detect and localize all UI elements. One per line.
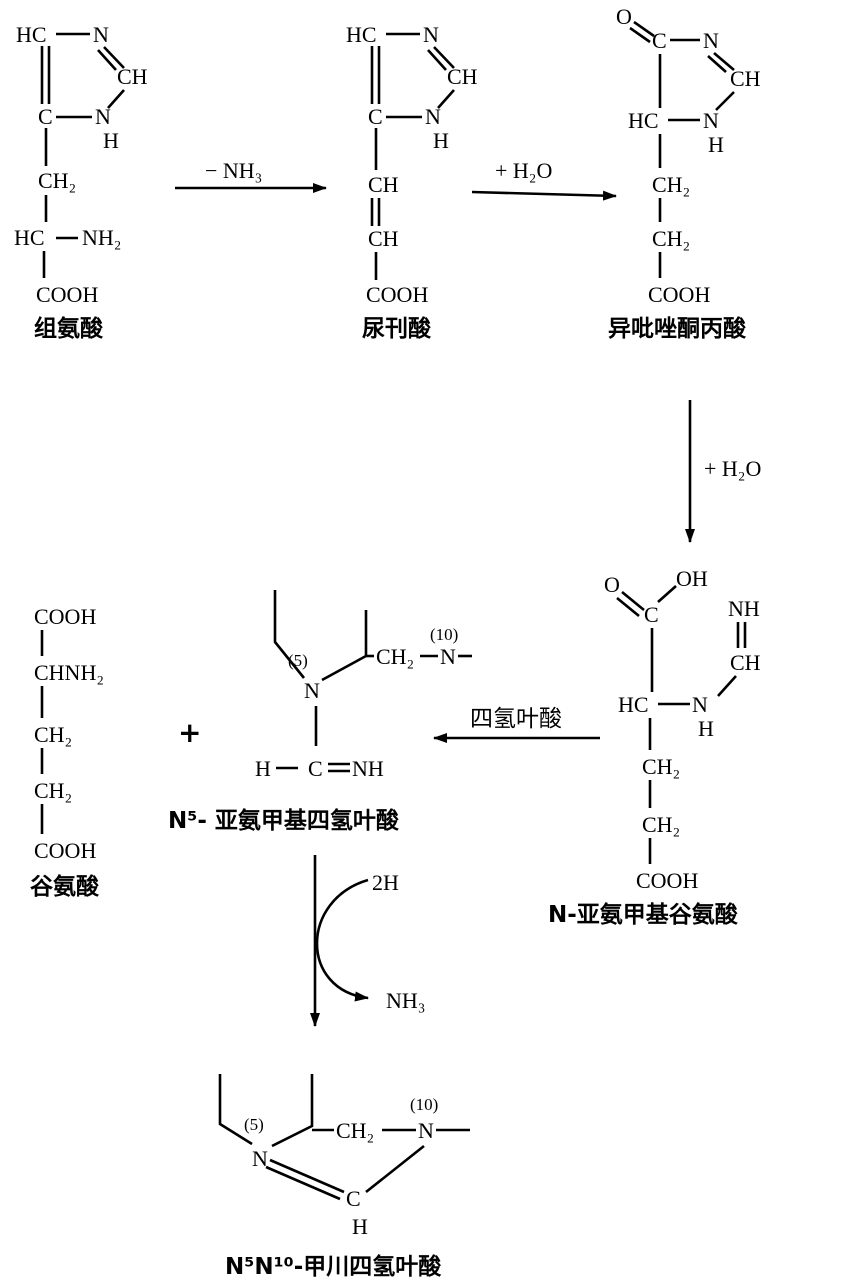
atom: HC xyxy=(14,225,45,250)
atom: CH₂ xyxy=(34,722,72,747)
atom: NH xyxy=(352,756,384,781)
atom: C xyxy=(38,104,53,129)
atom: O xyxy=(604,572,620,597)
atom: H xyxy=(255,756,271,781)
plus-sign: + xyxy=(178,716,201,749)
atom: N xyxy=(304,678,320,703)
atom: CH xyxy=(368,226,399,251)
atom-position: (5) xyxy=(288,651,308,670)
compound-name-methenyl-thf: N⁵N¹⁰-甲川四氢叶酸 xyxy=(225,1253,442,1280)
reaction-label: 四氢叶酸 xyxy=(470,706,562,732)
atom: N xyxy=(418,1118,434,1143)
histidine-structure: HC N CH N H C CH₂ HC NH₂ COOH 组氨酸 xyxy=(14,22,148,342)
atom: C xyxy=(346,1186,361,1211)
atom: N xyxy=(703,108,719,133)
atom: HC xyxy=(628,108,659,133)
atom: N xyxy=(692,692,708,717)
atom: H xyxy=(698,716,714,741)
atom-position: (10) xyxy=(410,1095,438,1114)
reaction-label: 2H xyxy=(372,870,399,895)
formiminoglutamate-structure: O C OH NH CH HC N H CH₂ CH₂ COOH N-亚氨甲基谷… xyxy=(548,566,761,928)
compound-name-urocanate: 尿刊酸 xyxy=(362,316,432,342)
atom: N xyxy=(425,104,441,129)
atom: CH₂ xyxy=(652,226,690,251)
atom: NH xyxy=(728,596,760,621)
atom: CH₂ xyxy=(376,644,414,669)
atom: C xyxy=(644,602,659,627)
compound-name-imidazolonepropionate: 异吡唑酮丙酸 xyxy=(608,316,747,342)
reaction-label: + H₂O xyxy=(704,456,761,481)
atom: CH xyxy=(368,172,399,197)
atom: N xyxy=(93,22,109,47)
atom-position: (10) xyxy=(430,625,458,644)
atom: NH₂ xyxy=(82,225,121,250)
reaction-arrow xyxy=(471,190,617,201)
atom: COOH xyxy=(648,282,710,307)
compound-name-formiminoglutamate: N-亚氨甲基谷氨酸 xyxy=(548,901,739,928)
glutamate-structure: COOH CHNH₂ CH₂ CH₂ COOH 谷氨酸 xyxy=(30,604,104,900)
atom: H xyxy=(103,128,119,153)
atom: C xyxy=(308,756,323,781)
atom: CH₂ xyxy=(642,754,680,779)
atom: CH₂ xyxy=(34,778,72,803)
atom: N xyxy=(423,22,439,47)
atom-position: (5) xyxy=(244,1115,264,1134)
atom: O xyxy=(616,4,632,29)
imidazolonepropionate-structure: O C N CH HC N H CH₂ CH₂ COOH 异吡唑酮丙酸 xyxy=(608,4,761,342)
atom: CH xyxy=(730,66,761,91)
atom: CH₂ xyxy=(642,812,680,837)
formimino-thf-structure: (5) N CH₂ (10) N H C NH N⁵- 亚氨甲基四氢叶酸 xyxy=(168,590,472,834)
atom: C xyxy=(652,28,667,53)
reaction-label: NH₃ xyxy=(386,988,425,1013)
methenyl-thf-structure: (5) N CH₂ (10) N C H N⁵N¹⁰-甲川四氢叶酸 xyxy=(218,1074,470,1280)
atom: COOH xyxy=(636,868,698,893)
atom: N xyxy=(95,104,111,129)
atom: HC xyxy=(346,22,377,47)
reaction-label: + H₂O xyxy=(495,158,552,183)
atom: H xyxy=(708,132,724,157)
atom: N xyxy=(703,28,719,53)
atom: HC xyxy=(16,22,47,47)
atom: HC xyxy=(618,692,649,717)
atom: CH₂ xyxy=(652,172,690,197)
atom: CHNH₂ xyxy=(34,660,104,685)
atom: H xyxy=(433,128,449,153)
atom: CH xyxy=(730,650,761,675)
compound-name-histidine: 组氨酸 xyxy=(34,315,104,342)
reaction-label: − NH₃ xyxy=(205,158,262,183)
atom: COOH xyxy=(34,604,96,629)
atom: CH xyxy=(117,64,148,89)
atom: N xyxy=(252,1146,268,1171)
side-reaction-arrow xyxy=(315,878,369,1002)
atom: CH xyxy=(447,64,478,89)
atom: COOH xyxy=(34,838,96,863)
atom: N xyxy=(440,644,456,669)
atom: C xyxy=(368,104,383,129)
atom: COOH xyxy=(36,282,98,307)
atom: OH xyxy=(676,566,708,591)
compound-name-glutamate: 谷氨酸 xyxy=(30,873,100,900)
compound-name-formimino-thf: N⁵- 亚氨甲基四氢叶酸 xyxy=(168,807,400,834)
urocanate-structure: HC N CH N H C CH CH COOH 尿刊酸 xyxy=(346,22,478,342)
atom: CH₂ xyxy=(336,1118,374,1143)
atom: COOH xyxy=(366,282,428,307)
atom: CH₂ xyxy=(38,168,76,193)
atom: H xyxy=(352,1214,368,1239)
